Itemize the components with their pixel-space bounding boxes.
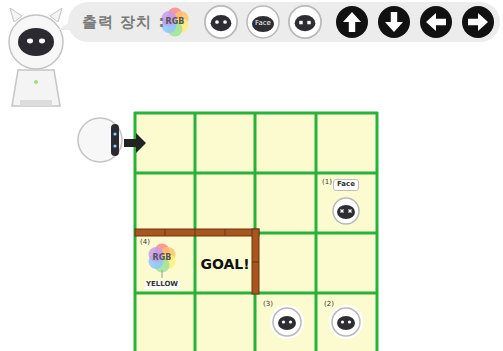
callout-number: (2) bbox=[324, 301, 334, 309]
rgb-wheel bbox=[149, 244, 176, 273]
robot-figure bbox=[9, 8, 63, 106]
start-robot bbox=[113, 132, 116, 135]
device-icons bbox=[289, 6, 321, 38]
robot-figure bbox=[12, 70, 60, 106]
callout-number: (1) bbox=[322, 179, 332, 187]
wall bbox=[135, 229, 259, 236]
face-robot bbox=[349, 210, 352, 213]
callout-number: (4) bbox=[140, 239, 150, 247]
wall bbox=[195, 229, 196, 236]
robot-2 bbox=[332, 308, 360, 336]
face-robot bbox=[333, 198, 359, 224]
robot-3 bbox=[273, 308, 301, 336]
device-icons bbox=[205, 6, 237, 38]
face-robot bbox=[341, 210, 352, 213]
wall bbox=[252, 229, 259, 294]
device-icons bbox=[205, 6, 237, 38]
device-icons bbox=[420, 6, 452, 38]
device-icons bbox=[162, 8, 189, 37]
robot-figure bbox=[9, 15, 63, 69]
device-icons bbox=[426, 13, 446, 31]
rgb-wheel bbox=[149, 244, 176, 279]
grid-cell: (3) bbox=[255, 293, 316, 351]
robot-2 bbox=[329, 305, 363, 339]
device-icons bbox=[378, 6, 410, 38]
robot-figure bbox=[39, 39, 45, 44]
device-icons bbox=[307, 21, 310, 24]
grid-board bbox=[134, 112, 378, 351]
goal-cell: GOAL! bbox=[195, 233, 255, 293]
robot-figure bbox=[27, 39, 33, 44]
device-tag: Face bbox=[333, 179, 359, 191]
robot-figure bbox=[34, 80, 38, 84]
goal-label: GOAL! bbox=[200, 257, 249, 272]
device-icons bbox=[420, 6, 452, 38]
grid-board bbox=[134, 172, 378, 175]
device-icons bbox=[385, 12, 403, 32]
start-robot bbox=[113, 144, 116, 147]
grid-cell: (4)RGB YELLOW bbox=[135, 233, 195, 293]
face-robot bbox=[341, 210, 344, 213]
device-icons bbox=[336, 6, 368, 38]
device-tag: Face bbox=[255, 20, 271, 28]
robot-3 bbox=[270, 305, 304, 339]
wall bbox=[225, 229, 226, 236]
robot-figure bbox=[20, 100, 52, 106]
device-tag: RGB bbox=[153, 254, 172, 263]
rgb-wheel bbox=[162, 270, 163, 278]
device-icons bbox=[247, 6, 279, 38]
color-name: YELLOW bbox=[144, 281, 180, 289]
start-robot bbox=[78, 118, 122, 162]
device-icons bbox=[378, 6, 410, 38]
device-icons bbox=[462, 6, 494, 38]
device-icons bbox=[468, 13, 488, 31]
device-heading: 출력 장치 : bbox=[82, 14, 165, 31]
robot-3 bbox=[270, 305, 304, 339]
grid-board bbox=[134, 112, 378, 115]
robot-figure bbox=[18, 28, 54, 56]
robot-2 bbox=[329, 305, 363, 339]
face-robot bbox=[333, 198, 359, 224]
wall bbox=[165, 229, 166, 236]
face-robot bbox=[349, 210, 352, 213]
grid-board bbox=[134, 112, 378, 351]
speech-bubble-box: 출력 장치 : bbox=[68, 2, 500, 42]
start-robot bbox=[111, 124, 119, 156]
grid-cell: (1)Face bbox=[316, 173, 377, 233]
device-icons bbox=[343, 12, 361, 32]
device-icons bbox=[336, 6, 368, 38]
device-icons bbox=[295, 15, 316, 31]
device-icons bbox=[299, 21, 302, 24]
wall bbox=[135, 229, 259, 294]
wall bbox=[252, 262, 259, 263]
device-icons bbox=[247, 6, 279, 38]
grid-cell: (2) bbox=[316, 293, 377, 351]
device-tag: RGB bbox=[166, 18, 185, 27]
speech-bubble bbox=[68, 2, 500, 42]
device-icons bbox=[462, 6, 494, 38]
grid-board bbox=[135, 113, 377, 351]
device-icons bbox=[289, 6, 321, 38]
speech-bubble bbox=[58, 2, 500, 42]
start-robot bbox=[124, 133, 146, 153]
start-robot bbox=[78, 118, 146, 162]
face-robot bbox=[341, 210, 344, 213]
face-robot bbox=[337, 205, 355, 219]
device-icons bbox=[252, 16, 274, 32]
device-icons bbox=[162, 6, 495, 38]
callout-number: (3) bbox=[263, 301, 273, 309]
